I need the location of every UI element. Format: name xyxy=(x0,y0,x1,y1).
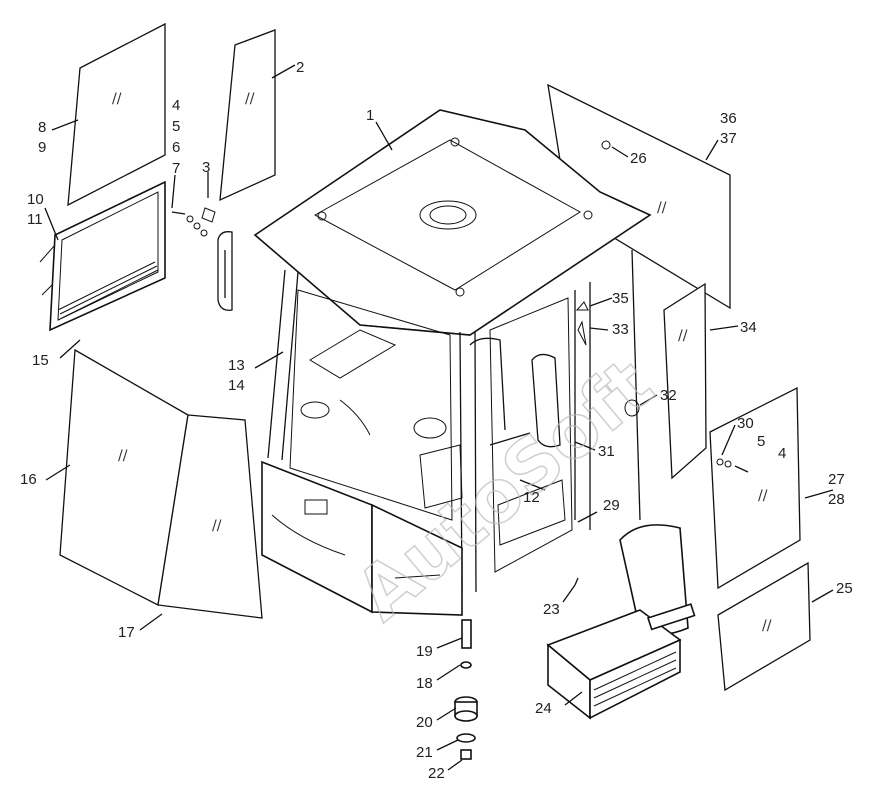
label-4-left: 4 xyxy=(172,97,180,114)
label-2: 2 xyxy=(296,59,304,76)
label-3: 3 xyxy=(202,159,210,176)
label-29: 29 xyxy=(603,497,620,514)
label-22: 22 xyxy=(428,765,445,782)
label-27: 27 xyxy=(828,471,845,488)
svg-text://: // xyxy=(678,328,688,344)
glass-panel-25: // xyxy=(717,561,811,692)
bolt-washer-set-right xyxy=(716,458,749,473)
label-18: 18 xyxy=(416,675,433,692)
label-16: 16 xyxy=(20,471,37,488)
glass-panel-34: // xyxy=(663,282,707,480)
svg-text://: // xyxy=(657,200,667,216)
svg-text://: // xyxy=(112,91,122,107)
label-25: 25 xyxy=(836,580,853,597)
label-7: 7 xyxy=(172,160,180,177)
label-37: 37 xyxy=(720,130,737,147)
svg-text://: // xyxy=(762,618,772,634)
label-17: 17 xyxy=(118,624,135,641)
label-14: 14 xyxy=(228,377,245,394)
label-19: 19 xyxy=(416,643,433,660)
label-12: 12 xyxy=(523,489,540,506)
glass-panel-27-28: // xyxy=(709,386,801,590)
cab-roof xyxy=(253,109,652,336)
leader-lines xyxy=(44,64,834,771)
label-30: 30 xyxy=(737,415,754,432)
label-20: 20 xyxy=(416,714,433,731)
label-1: 1 xyxy=(366,107,374,124)
glass-panel-17: // xyxy=(157,414,263,619)
label-4-right: 4 xyxy=(778,445,786,462)
svg-text://: // xyxy=(245,91,255,107)
door-frame-10-11 xyxy=(39,180,166,332)
mount-hardware-stack xyxy=(454,619,478,760)
label-10: 10 xyxy=(27,191,44,208)
label-35: 35 xyxy=(612,290,629,307)
label-36: 36 xyxy=(720,110,737,127)
label-5-right: 5 xyxy=(757,433,765,450)
label-8: 8 xyxy=(38,119,46,136)
cab-body xyxy=(217,140,641,616)
label-32: 32 xyxy=(660,387,677,404)
label-6: 6 xyxy=(172,139,180,156)
label-9: 9 xyxy=(38,139,46,156)
label-34: 34 xyxy=(740,319,757,336)
watermark-text: AutoSoft xyxy=(340,342,668,636)
label-21: 21 xyxy=(416,744,433,761)
svg-text://: // xyxy=(118,448,128,464)
label-13: 13 xyxy=(228,357,245,374)
label-26: 26 xyxy=(630,150,647,167)
label-33: 33 xyxy=(612,321,629,338)
label-23: 23 xyxy=(543,601,560,618)
label-24: 24 xyxy=(535,700,552,717)
bolt-washer-set-left xyxy=(171,207,216,237)
operator-seat xyxy=(546,524,696,720)
part-labels: 1 2 3 4 5 6 7 8 9 10 11 12 13 14 15 16 1… xyxy=(20,59,853,782)
label-11: 11 xyxy=(27,211,43,228)
label-15: 15 xyxy=(32,352,49,369)
svg-text://: // xyxy=(212,518,222,534)
glass-panel-8-9: // xyxy=(67,22,166,207)
svg-text://: // xyxy=(758,488,768,504)
label-5-left: 5 xyxy=(172,118,180,135)
label-31: 31 xyxy=(598,443,615,460)
glass-panel-2: // xyxy=(219,29,276,202)
label-28: 28 xyxy=(828,491,845,508)
